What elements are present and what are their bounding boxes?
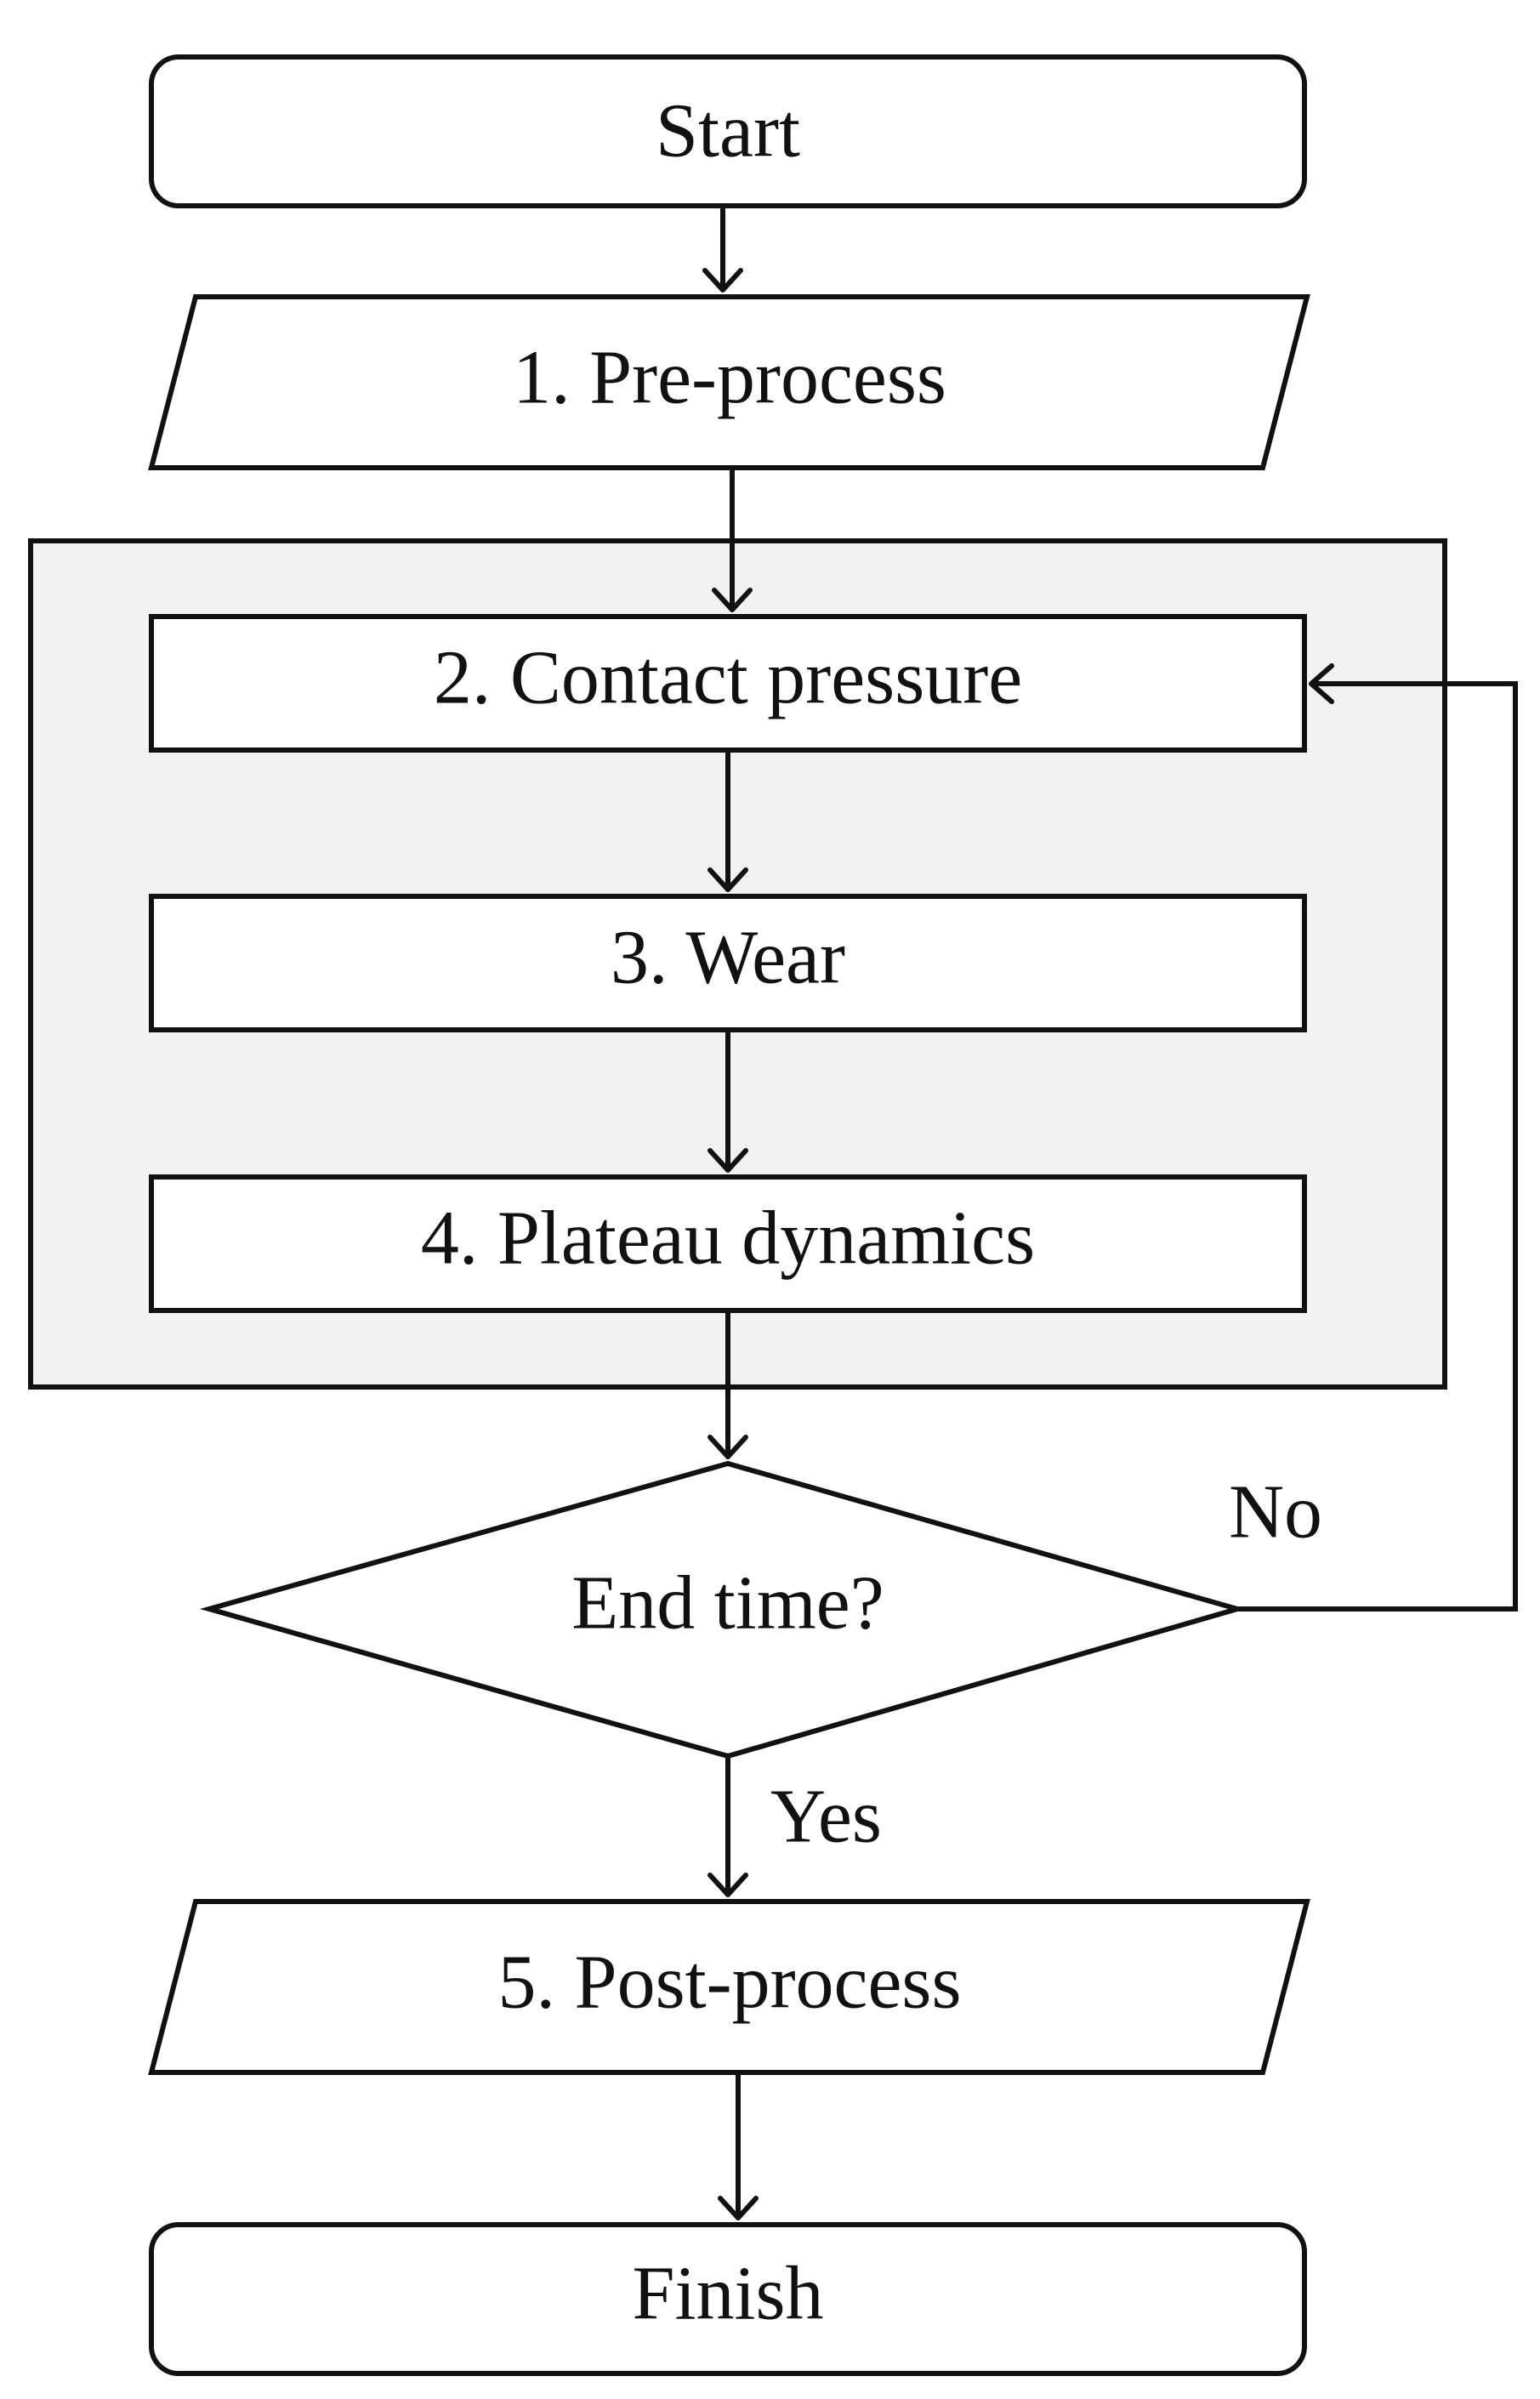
preprocess-node bbox=[148, 294, 1310, 470]
wear-node bbox=[149, 894, 1307, 1032]
edge-label-no: No bbox=[1229, 1470, 1322, 1555]
start-node bbox=[149, 54, 1307, 208]
edge-plateau-dynamics-to-end-time bbox=[707, 1310, 748, 1459]
edge-end-time-yes-to-postprocess bbox=[707, 1756, 748, 1897]
contact-pressure-node-label: 2. Contact pressure bbox=[434, 636, 1022, 720]
edge-postprocess-to-finish bbox=[718, 2072, 759, 2220]
edge-end-time-no-loop bbox=[1237, 663, 1518, 1612]
edge-label-yes: Yes bbox=[770, 1775, 882, 1859]
edge-contact-pressure-to-wear bbox=[707, 750, 748, 892]
edge-wear-to-plateau-dynamics bbox=[707, 1030, 748, 1173]
end-time-decision-label: End time? bbox=[571, 1561, 884, 1646]
start-node-label: Start bbox=[656, 89, 800, 173]
finish-node-label: Finish bbox=[632, 2252, 823, 2336]
contact-pressure-node bbox=[149, 614, 1307, 753]
wear-node-label: 3. Wear bbox=[611, 916, 845, 1000]
preprocess-node-label: 1. Pre-process bbox=[513, 336, 946, 420]
finish-node bbox=[149, 2222, 1307, 2376]
edge-start-to-preprocess bbox=[702, 206, 743, 293]
postprocess-node bbox=[148, 1899, 1310, 2075]
postprocess-node-label: 5. Post-process bbox=[498, 1941, 962, 2025]
plateau-dynamics-node-label: 4. Plateau dynamics bbox=[421, 1197, 1035, 1281]
edge-preprocess-to-contact-pressure bbox=[712, 468, 753, 612]
